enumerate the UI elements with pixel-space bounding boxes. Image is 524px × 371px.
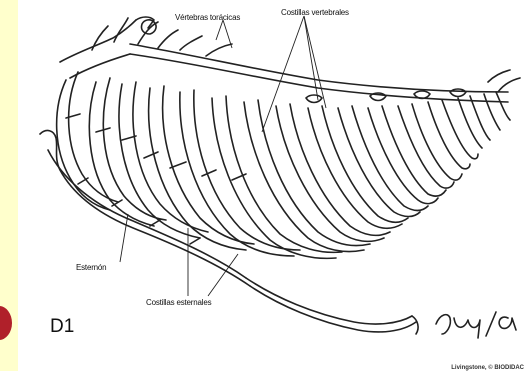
- signature-mark: [436, 312, 516, 338]
- rib-cage-drawing: [18, 0, 524, 371]
- label-vertebras-toracicas: Vértebras torácicas: [175, 14, 240, 22]
- rib-cage-figure: Vértebras torácicas Costillas vertebrale…: [18, 0, 524, 371]
- slide-code: D1: [50, 317, 74, 336]
- ribs: [57, 72, 510, 258]
- label-esternon: Esternón: [76, 264, 106, 272]
- label-costillas-vertebrales: Costillas vertebrales: [281, 9, 349, 17]
- slide-marker: [0, 306, 12, 340]
- label-costillas-esternales: Costillas esternales: [146, 299, 211, 307]
- vertebral-column: [60, 17, 520, 102]
- image-credit: Livingstone, © BIODIDAC: [451, 365, 524, 371]
